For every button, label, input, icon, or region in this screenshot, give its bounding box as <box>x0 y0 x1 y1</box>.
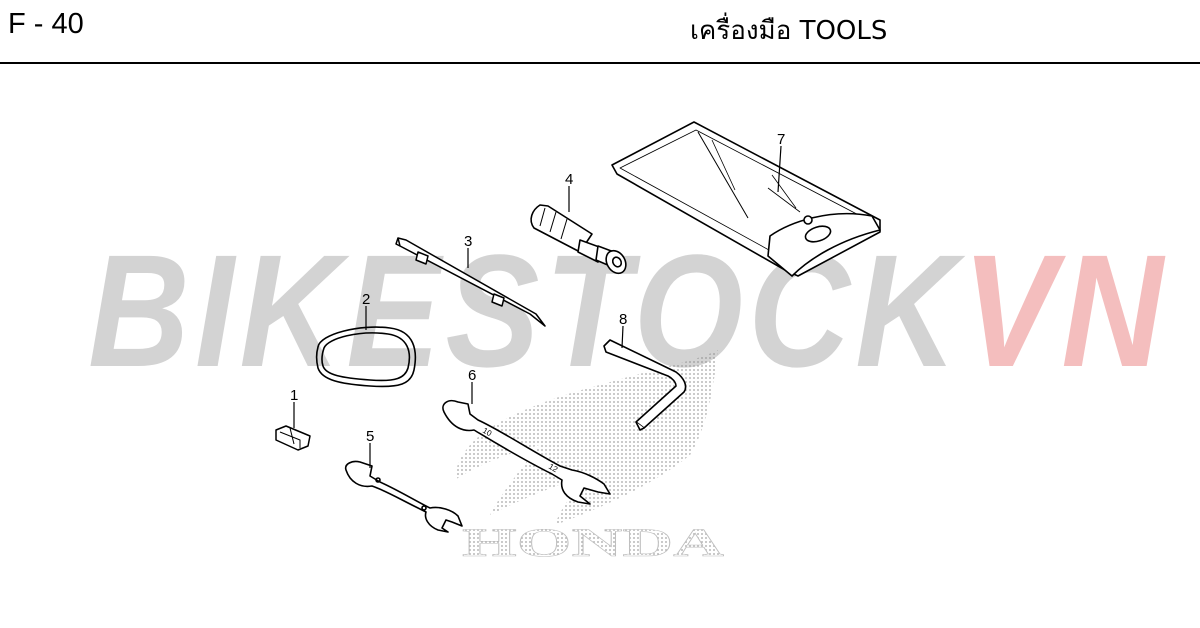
callout-number-6: 6 <box>468 367 476 384</box>
honda-logo-text: HONDA <box>462 520 724 565</box>
tool-bag-icon <box>611 121 881 277</box>
callout-number-7: 7 <box>777 131 785 148</box>
page-code: F - 40 <box>8 8 84 40</box>
hex-key-icon <box>603 339 687 431</box>
callout-number-4: 4 <box>565 171 573 188</box>
callout-number-3: 3 <box>464 233 472 250</box>
page-header: F - 40 เครื่องมือ TOOLS <box>0 0 1200 64</box>
callout-number-2: 2 <box>362 291 370 308</box>
o-ring-band-icon <box>315 326 417 388</box>
honda-wing-logo: HONDA <box>455 350 724 565</box>
header-divider <box>0 62 1200 64</box>
screwdriver-handle-icon <box>530 204 627 275</box>
clip-icon <box>275 425 311 451</box>
watermark-accent-text: VN <box>962 221 1169 400</box>
open-end-wrench-icon: 10 12 <box>442 399 611 505</box>
callout-number-1: 1 <box>290 387 298 404</box>
screwdriver-blade-icon <box>395 237 546 327</box>
page-title: เครื่องมือ TOOLS <box>690 16 888 46</box>
small-wrench-icon <box>344 460 463 533</box>
parts-diagram: HONDA <box>275 121 881 565</box>
callouts <box>293 145 782 468</box>
callout-number-8: 8 <box>619 311 627 328</box>
callout-number-5: 5 <box>366 428 374 445</box>
